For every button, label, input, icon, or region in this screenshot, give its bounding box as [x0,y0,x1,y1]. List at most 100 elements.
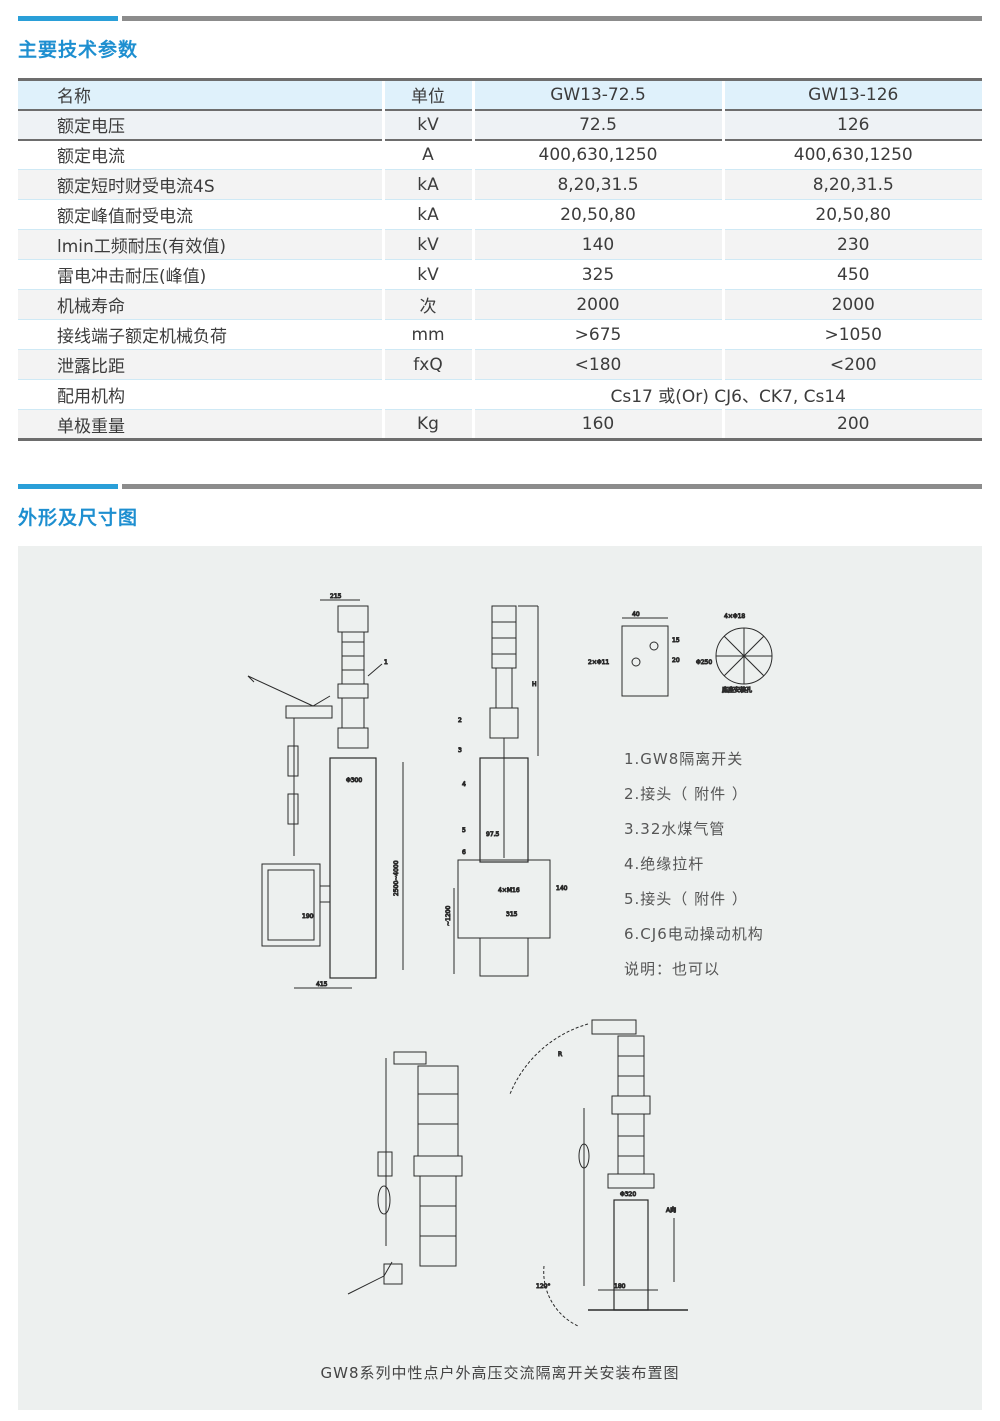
dim-label: 140 [556,885,568,892]
cell-value-72: 8,20,31.5 [471,169,723,200]
legend-item: 4.绝缘拉杆 [624,855,705,873]
assembly-view-drawing [347,1051,463,1295]
dim-label: Φ250 [696,659,712,666]
dim-label: 180 [614,1283,626,1290]
cell-param: 额定峰值耐受电流 [18,199,383,230]
divider-line [122,484,982,489]
dim-label: 4×M16 [498,887,520,894]
cell-unit: kV [381,109,473,141]
legend-item: 3.32水煤气管 [624,820,726,838]
cell-unit: Kg [381,409,473,441]
table-row: 额定峰值耐受电流 kA 20,50,80 20,50,80 [18,199,982,230]
cell-unit: fxQ [381,349,473,380]
section-title-params: 主要技术参数 [18,39,139,61]
dim-label: Φ300 [346,777,362,784]
cell-unit: kV [381,229,473,260]
legend-item: 1.GW8隔离开关 [624,750,744,768]
dim-label: 40 [632,611,640,618]
divider-accent [18,484,118,489]
cell-unit: kA [381,199,473,230]
header-unit: 单位 [381,78,473,111]
dim-label: 5 [462,827,466,834]
dim-label: 6 [462,849,466,856]
dim-label: ~1200 [445,906,452,926]
cell-value-72: 160 [471,409,723,441]
cell-value-72: 325 [471,259,723,290]
dim-label: 190 [302,913,314,920]
dim-label: 底座安装孔 [722,686,752,694]
table-row: lmin工频耐压(有效值) kV 140 230 [18,229,982,260]
side-view-drawing: 215 1 Φ300 2500~4000 190 415 [247,593,404,989]
section-title-drawing: 外形及尺寸图 [18,507,139,529]
cell-param: 配用机构 [18,379,383,410]
cell-param: 接线端子额定机械负荷 [18,319,383,350]
table-row: 额定电流 A 400,630,1250 400,630,1250 [18,139,982,170]
cell-value-126: 8,20,31.5 [721,169,982,200]
table-header-row: 名称 单位 GW13-72.5 GW13-126 [18,78,982,111]
dim-label: 3 [458,747,462,754]
cell-unit: mm [381,319,473,350]
dim-label: 97.5 [486,831,500,838]
cell-unit: A [381,139,473,170]
table-row: 泄露比距 fxQ <180 <200 [18,349,982,380]
legend-item: 5.接头（ 附件 ） [624,890,748,908]
header-model-72: GW13-72.5 [471,78,723,111]
dim-label: 215 [330,593,342,600]
cell-value-126: 200 [721,409,982,441]
table-row: 接线端子额定机械负荷 mm >675 >1050 [18,319,982,350]
drawing-legend: 1.GW8隔离开关 2.接头（ 附件 ） 3.32水煤气管 4.绝缘拉杆 5.接… [624,742,764,987]
cell-value-126: 126 [721,109,982,141]
dim-label: 415 [316,981,328,988]
cell-param: 单极重量 [18,409,383,441]
cell-value-72: <180 [471,349,723,380]
cell-value-126: <200 [721,349,982,380]
cell-unit: 次 [381,289,473,320]
dim-label: 120° [536,1283,550,1290]
dim-label: 4×Φ18 [724,613,745,620]
cell-value-72: 400,630,1250 [471,139,723,170]
section-divider-drawing [18,484,982,489]
header-model-126: GW13-126 [721,78,982,111]
legend-note: 说明：也可以 [624,960,721,978]
cell-value-72: 140 [471,229,723,260]
section-divider-params [18,16,982,21]
cell-param: lmin工频耐压(有效值) [18,229,383,260]
table-row: 额定电压 kV 72.5 126 [18,109,982,141]
cell-value-126: 2000 [721,289,982,320]
dim-label: H [532,681,537,688]
swing-view-drawing: R Φ320 120° 180 A向 [509,1019,688,1327]
table-row: 额定短时财受电流4S kA 8,20,31.5 8,20,31.5 [18,169,982,200]
spec-table: 名称 单位 GW13-72.5 GW13-126 额定电压 kV 72.5 12… [18,78,982,441]
dimension-drawing-panel: 215 1 Φ300 2500~4000 190 415 [18,546,982,1410]
table-row: 机械寿命 次 2000 2000 [18,289,982,320]
divider-line [122,16,982,21]
dim-label: A向 [666,1206,676,1214]
cell-value-72: >675 [471,319,723,350]
dim-label: 20 [672,657,680,664]
cell-value-126: 20,50,80 [721,199,982,230]
technical-drawing: 215 1 Φ300 2500~4000 190 415 [247,593,773,1327]
cell-value-72: 20,50,80 [471,199,723,230]
cell-param: 额定电压 [18,109,383,141]
cell-value-72: 72.5 [471,109,723,141]
cell-unit: kV [381,259,473,290]
cell-value-126: 230 [721,229,982,260]
cell-param: 机械寿命 [18,289,383,320]
cell-param: 额定短时财受电流4S [18,169,383,200]
mounting-detail-drawing: 40 2×Φ11 15 20 4×Φ18 Φ250 底座安装孔 [588,611,773,697]
legend-item: 6.CJ6电动操动机构 [624,925,764,943]
cell-value-126: 400,630,1250 [721,139,982,170]
dim-label: 2500~4000 [393,860,400,896]
dim-label: 2×Φ11 [588,659,609,666]
cell-value-126: 450 [721,259,982,290]
cell-unit: kA [381,169,473,200]
cell-mechanism-value: Cs17 或(Or) CJ6、CK7, Cs14 [471,379,982,410]
dim-label: 315 [506,911,518,918]
front-view-drawing: H 2 3 4 5 6 97.5 4×M16 315 140 ~1200 [445,605,568,977]
drawing-caption: GW8系列中性点户外高压交流隔离开关安装布置图 [320,1364,680,1382]
table-row-weight: 单极重量 Kg 160 200 [18,409,982,441]
legend-item: 2.接头（ 附件 ） [624,785,748,803]
cell-param: 泄露比距 [18,349,383,380]
dim-label: 15 [672,637,680,644]
cell-param: 雷电冲击耐压(峰值) [18,259,383,290]
